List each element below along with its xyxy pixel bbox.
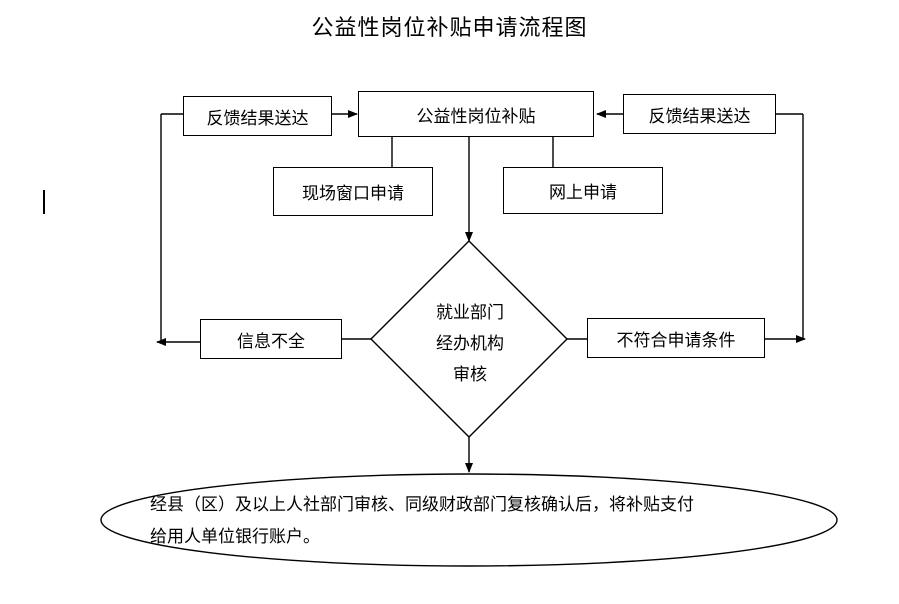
not-qualified-box: 不符合申请条件 bbox=[587, 318, 765, 358]
not-qualified-label: 不符合申请条件 bbox=[616, 330, 736, 351]
feedback-left-box: 反馈结果送达 bbox=[183, 96, 332, 136]
review-label-line1: 就业部门 bbox=[436, 303, 504, 323]
review-label: 就业部门 经办机构 审核 bbox=[420, 298, 520, 391]
incomplete-info-box: 信息不全 bbox=[200, 319, 342, 359]
review-label-line3: 审核 bbox=[453, 365, 487, 385]
incomplete-info-label: 信息不全 bbox=[237, 331, 305, 352]
final-ellipse bbox=[100, 473, 838, 567]
main-subsidy-box: 公益性岗位补贴 bbox=[358, 91, 594, 137]
text-cursor bbox=[43, 190, 45, 214]
feedback-left-label: 反馈结果送达 bbox=[206, 108, 309, 129]
final-text-line2: 给用人单位银行账户。 bbox=[150, 527, 320, 547]
online-application-label: 网上申请 bbox=[549, 183, 617, 203]
feedback-right-label: 反馈结果送达 bbox=[648, 106, 751, 127]
review-label-line2: 经办机构 bbox=[436, 334, 504, 354]
onsite-application-label: 现场窗口申请 bbox=[302, 184, 404, 204]
final-text-line1: 经县（区）及以上人社部门审核、同级财政部门复核确认后，将补贴支付 bbox=[150, 495, 694, 515]
diagram-title: 公益性岗位补贴申请流程图 bbox=[311, 16, 588, 41]
online-application-box: 网上申请 bbox=[503, 167, 663, 214]
final-payment-text: 经县（区）及以上人社部门审核、同级财政部门复核确认后，将补贴支付 给用人单位银行… bbox=[150, 489, 800, 553]
onsite-application-box: 现场窗口申请 bbox=[273, 167, 433, 216]
feedback-right-box: 反馈结果送达 bbox=[623, 94, 776, 134]
main-subsidy-label: 公益性岗位补贴 bbox=[416, 106, 536, 127]
